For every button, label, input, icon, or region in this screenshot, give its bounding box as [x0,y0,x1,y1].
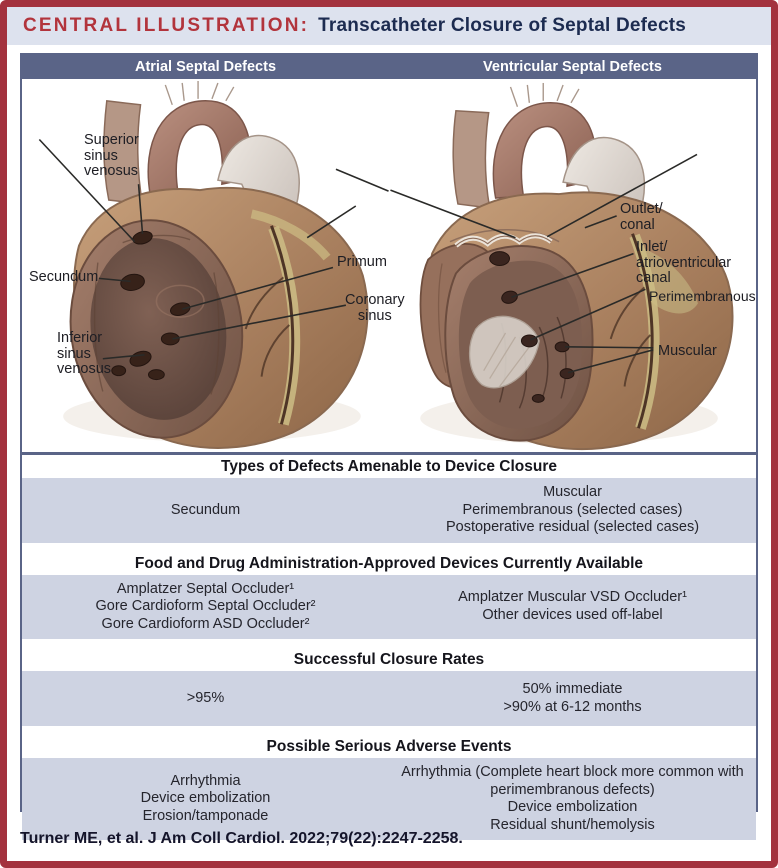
section-header: Possible Serious Adverse Events [22,735,756,758]
table-row: Amplatzer Septal Occluder¹ Gore Cardiofo… [22,574,756,639]
citation: Turner ME, et al. J Am Coll Cardiol. 202… [20,830,463,847]
table-section-adverse-events: Possible Serious Adverse Events Arrhythm… [22,735,756,840]
table-row: Secundum Muscular Perimembranous (select… [22,478,756,543]
asd-cell: Arrhythmia Device embolization Erosion/t… [140,772,271,824]
section-header: Food and Drug Administration-Approved De… [22,551,756,575]
label-coronary-sinus: Coronary sinus [345,292,405,324]
table-row: Arrhythmia Device embolization Erosion/t… [22,758,756,840]
figure-titlebar: CENTRAL ILLUSTRATION: Transcatheter Clos… [7,7,771,45]
hearts-illustration: Superior sinus venosus Secundum Inferior… [22,79,756,455]
section-header: Types of Defects Amenable to Device Clos… [22,455,756,478]
table-section-closure-rates: Successful Closure Rates >95% 50% immedi… [22,648,756,726]
vsd-cell: Amplatzer Muscular VSD Occluder¹ Other d… [458,589,687,623]
column-header-asd: Atrial Septal Defects [134,59,277,75]
table-section-fda-devices: Food and Drug Administration-Approved De… [22,551,756,639]
vsd-cell: Muscular Perimembranous (selected cases)… [445,484,700,535]
asd-cell: >95% [186,689,225,706]
section-header: Successful Closure Rates [22,648,756,671]
label-primum: Primum [337,254,387,270]
central-illustration-label: CENTRAL ILLUSTRATION: [23,15,310,36]
label-superior-sinus-venosus: Superior sinus venosus [84,132,139,179]
table-row: >95% 50% immediate >90% at 6-12 months [22,671,756,726]
label-perimembranous: Perimembranous [649,288,756,304]
label-muscular: Muscular [658,343,717,359]
vsd-cell: 50% immediate >90% at 6-12 months [503,681,642,715]
column-headers: Atrial Septal Defects Ventricular Septal… [22,55,756,79]
column-header-vsd: Ventricular Septal Defects [483,59,662,75]
label-inferior-sinus-venosus: Inferior sinus venosus [57,330,112,377]
label-outlet-conal: Outlet/ conal [620,201,663,233]
illustration-panel: Atrial Septal Defects Ventricular Septal… [20,53,758,840]
figure-title: Transcatheter Closure of Septal Defects [318,15,687,36]
vsd-cell: Arrhythmia (Complete heart block more co… [401,764,744,833]
label-inlet-atrioventricular-canal: Inlet/ atrioventricular canal [636,239,732,286]
asd-heart-illustration [38,80,389,449]
comparison-table: Types of Defects Amenable to Device Clos… [22,455,756,840]
asd-cell: Secundum [170,501,241,518]
asd-cell: Amplatzer Septal Occluder¹ Gore Cardiofo… [95,580,316,632]
table-section-defect-types: Types of Defects Amenable to Device Clos… [22,455,756,543]
label-secundum: Secundum [29,269,99,285]
vsd-heart-illustration [390,82,734,451]
